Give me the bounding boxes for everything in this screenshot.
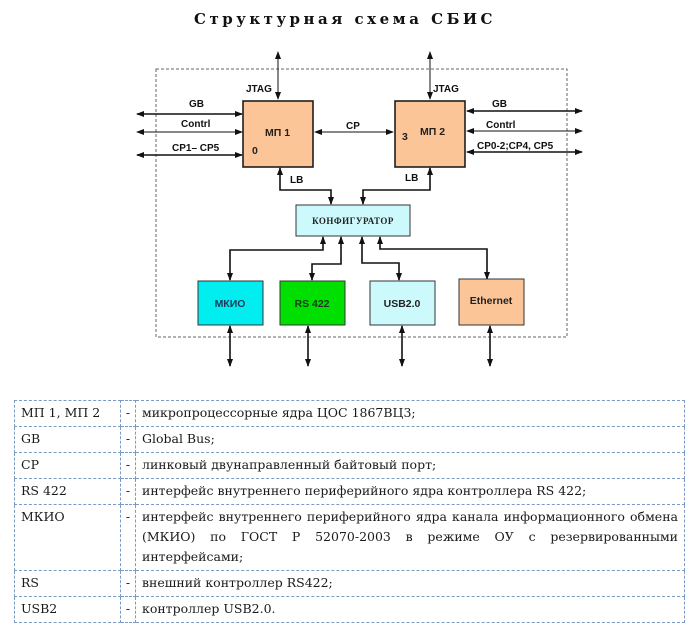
- gb-right-label: GB: [492, 99, 507, 110]
- legend-dash: -: [120, 452, 136, 479]
- legend-term: CP: [14, 452, 121, 479]
- mp1-label: МП 1: [265, 127, 290, 139]
- configurator-block: КОНФИГУРАТОР: [295, 204, 411, 237]
- rs422-block: RS 422: [279, 280, 346, 326]
- cp-right-label: CP0-2;CP4, CP5: [477, 141, 554, 152]
- usb-block: USB2.0: [369, 280, 436, 326]
- jtag2-label: JTAG: [433, 84, 459, 95]
- legend-description: интерфейс внутреннего периферийного ядра…: [135, 504, 685, 571]
- lb2-line: [360, 167, 433, 205]
- cfg-rs422-line: [309, 236, 344, 281]
- legend-description: интерфейс внутреннего периферийного ядра…: [135, 478, 685, 505]
- legend-description: контроллер USB2.0.: [135, 596, 685, 623]
- mp2-label: МП 2: [420, 126, 445, 138]
- legend-description: микропроцессорные ядра ЦОС 1867ВЦ3;: [135, 400, 685, 427]
- legend-description: внешний контроллер RS422;: [135, 570, 685, 597]
- diagram-title: Структурная схема СБИС: [194, 10, 496, 28]
- legend-dash: -: [120, 426, 136, 453]
- legend-dash: -: [120, 596, 136, 623]
- ethernet-block: Ethernet: [458, 278, 525, 326]
- chip-boundary: [155, 68, 568, 338]
- cfg-mkio-line: [227, 236, 326, 281]
- cp-mid-label: CP: [346, 121, 360, 132]
- legend-term: МП 1, МП 2: [14, 400, 121, 427]
- lb1-line: [277, 167, 334, 205]
- legend-row: RS 422-интерфейс внутреннего периферийно…: [14, 478, 685, 505]
- lb1-label: LB: [290, 175, 303, 186]
- rs422-label: RS 422: [294, 298, 329, 310]
- legend-description: Global Bus;: [135, 426, 685, 453]
- legend-row: RS-внешний контроллер RS422;: [14, 570, 685, 597]
- legend-term: RS: [14, 570, 121, 597]
- cp-left-label: CP1– CP5: [172, 143, 220, 154]
- legend-term: RS 422: [14, 478, 121, 505]
- usb-label: USB2.0: [384, 298, 421, 310]
- contrl-left-label: Contrl: [181, 119, 211, 130]
- legend-row: МП 1, МП 2-микропроцессорные ядра ЦОС 18…: [14, 400, 685, 427]
- lb2-label: LB: [405, 173, 418, 184]
- legend-dash: -: [120, 504, 136, 571]
- mp1-block: МП 1 0: [242, 100, 314, 168]
- mp2-port-label: 3: [402, 131, 408, 143]
- legend-dash: -: [120, 570, 136, 597]
- legend-term: USB2: [14, 596, 121, 623]
- legend-dash: -: [120, 478, 136, 505]
- cfg-ethernet-line: [377, 236, 490, 280]
- legend-dash: -: [120, 400, 136, 427]
- gb-left-label: GB: [189, 99, 204, 110]
- block-diagram: JTAG JTAG МП 1 0 МП 2 3 GB Contrl CP1– C…: [136, 51, 583, 367]
- mkio-block: МКИО: [197, 280, 264, 326]
- mkio-label: МКИО: [215, 298, 246, 310]
- configurator-label: КОНФИГУРАТОР: [312, 216, 394, 226]
- legend-description: линковый двунаправленный байтовый порт;: [135, 452, 685, 479]
- ethernet-label: Ethernet: [470, 295, 513, 307]
- legend-term: МКИО: [14, 504, 121, 571]
- contrl-right-label: Contrl: [486, 120, 516, 131]
- legend-term: GB: [14, 426, 121, 453]
- legend-row: МКИО-интерфейс внутреннего периферийного…: [14, 504, 685, 571]
- legend-table: МП 1, МП 2-микропроцессорные ядра ЦОС 18…: [14, 400, 685, 623]
- legend-row: CP-линковый двунаправленный байтовый пор…: [14, 452, 685, 479]
- mp2-block: МП 2 3: [394, 100, 466, 168]
- mp1-port-label: 0: [252, 145, 258, 157]
- legend-row: GB-Global Bus;: [14, 426, 685, 453]
- jtag1-label: JTAG: [246, 84, 272, 95]
- legend-row: USB2-контроллер USB2.0.: [14, 596, 685, 623]
